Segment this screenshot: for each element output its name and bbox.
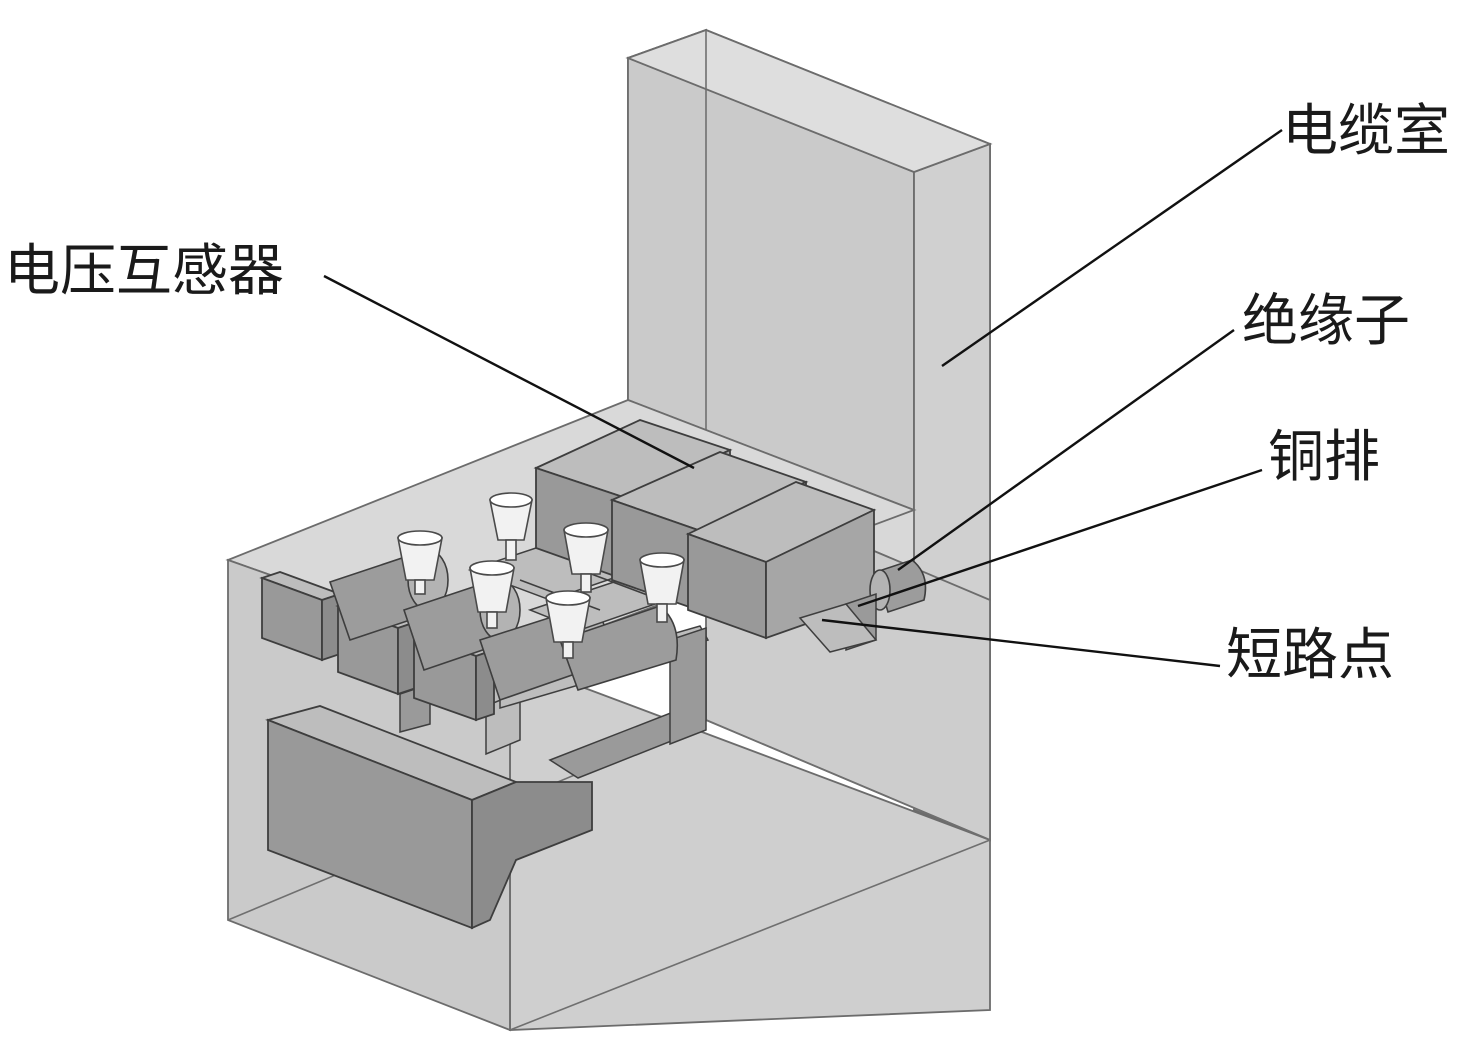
- lower-component-box: [265, 698, 705, 930]
- label-voltage-transformer: 电压互感器: [4, 239, 284, 304]
- leader-insulator: [897, 329, 1235, 571]
- insulator-4: [469, 560, 515, 629]
- insulator-6: [545, 590, 591, 659]
- insulator-5: [639, 552, 685, 623]
- label-short-circuit-point: 短路点: [1226, 623, 1394, 688]
- insulator-1: [489, 492, 533, 561]
- copper-busbar: [798, 592, 878, 653]
- label-cable-room: 电缆室: [1282, 99, 1450, 164]
- leader-short-circuit-point: [821, 618, 1221, 668]
- label-insulator: 绝缘子: [1242, 289, 1410, 354]
- leader-cable-room: [941, 129, 1283, 367]
- leader-voltage-transformer: [323, 274, 695, 470]
- insulator-2: [397, 530, 443, 595]
- leader-lines: [323, 129, 1283, 668]
- insulators: [397, 492, 685, 659]
- leader-copper-busbar: [857, 468, 1263, 608]
- insulator-3: [563, 522, 609, 593]
- label-copper-busbar: 铜排: [1268, 425, 1380, 490]
